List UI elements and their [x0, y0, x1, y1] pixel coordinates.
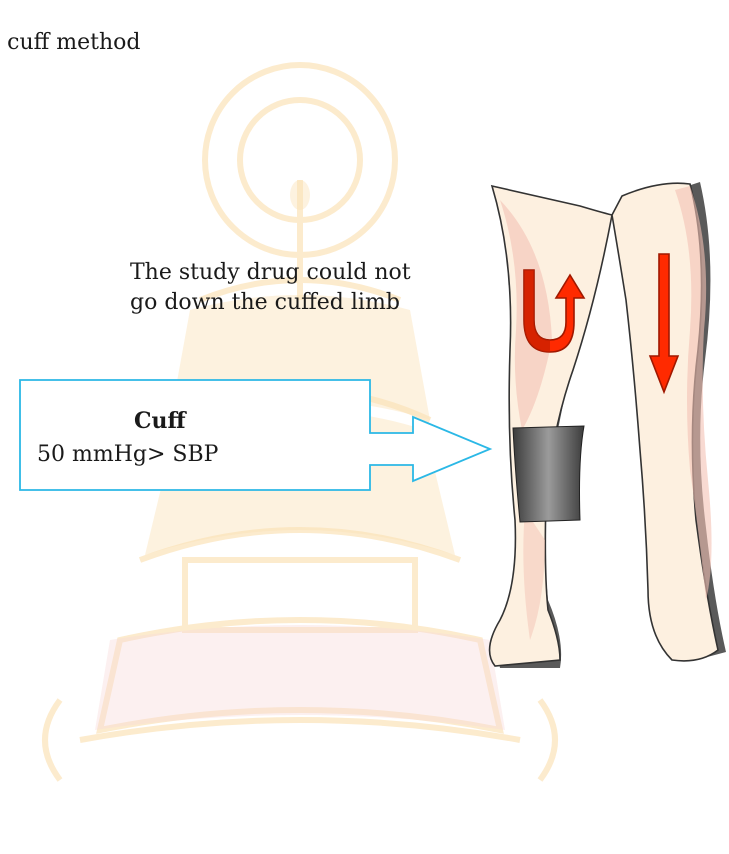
cuff-label: Cuff	[134, 408, 186, 434]
callout-arrow-box	[0, 345, 500, 495]
caption-line-1: The study drug could not	[130, 258, 411, 288]
slide-title: n cuff method	[0, 30, 141, 55]
legs-illustration-icon	[478, 178, 729, 670]
caption-line-2: go down the cuffed limb	[130, 288, 411, 318]
left-leg	[490, 186, 612, 666]
cuff-pressure-value: 50 mmHg> SBP	[37, 442, 218, 467]
caption: The study drug could not go down the cuf…	[130, 258, 411, 318]
cuff-band-icon	[513, 426, 584, 522]
